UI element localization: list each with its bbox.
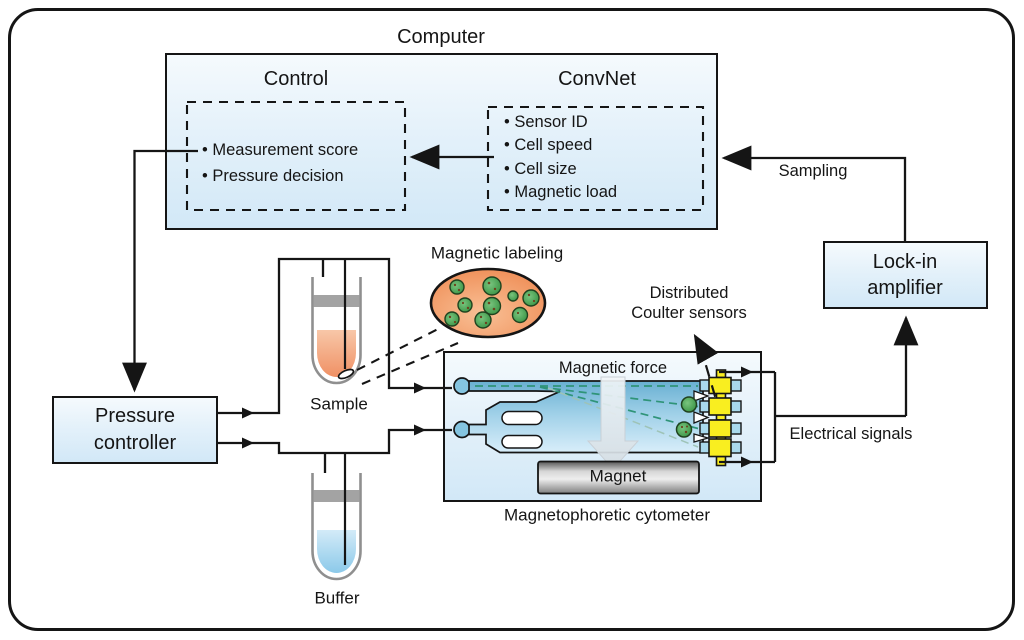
convnet-item: • Cell size — [504, 159, 577, 178]
convnet-item: • Sensor ID — [504, 113, 588, 131]
pressure-controller-box — [52, 396, 218, 464]
outer-border — [8, 8, 1015, 631]
computer-title: Computer — [397, 26, 485, 48]
lock-in-label-line2: amplifier — [867, 277, 943, 299]
pressure-label-line1: Pressure — [94, 405, 176, 427]
pressure-label-line2: controller — [93, 432, 177, 454]
control-item: • Pressure decision — [202, 167, 344, 185]
electrical-signals-label: Electrical signals — [789, 424, 913, 443]
sampling-label: Sampling — [778, 161, 848, 180]
sensors-label-line1: Distributed — [649, 283, 729, 302]
lock-in-label-line1: Lock-in — [872, 251, 938, 273]
buffer-label: Buffer — [314, 588, 360, 608]
sensors-label-line2: Coulter sensors — [631, 303, 747, 322]
convnet-item: • Magnetic load — [504, 183, 618, 202]
control-title: Control — [263, 68, 329, 90]
convnet-item: • Cell speed — [504, 136, 593, 155]
control-item: • Measurement score — [202, 141, 359, 159]
magnetic-force-label: Magnetic force — [558, 358, 668, 377]
magnet-label: Magnet — [589, 466, 647, 486]
control-output-list: • Measurement score • Pressure decision — [202, 137, 358, 189]
convnet-output-list: • Sensor ID • Cell speed • Cell size • M… — [504, 111, 617, 205]
sample-label: Sample — [310, 394, 368, 414]
convnet-title: ConvNet — [558, 68, 636, 90]
cytometer-label: Magnetophoretic cytometer — [504, 505, 710, 525]
lock-in-amplifier-box — [823, 241, 988, 309]
magnetic-labeling-label: Magnetic labeling — [430, 243, 564, 263]
